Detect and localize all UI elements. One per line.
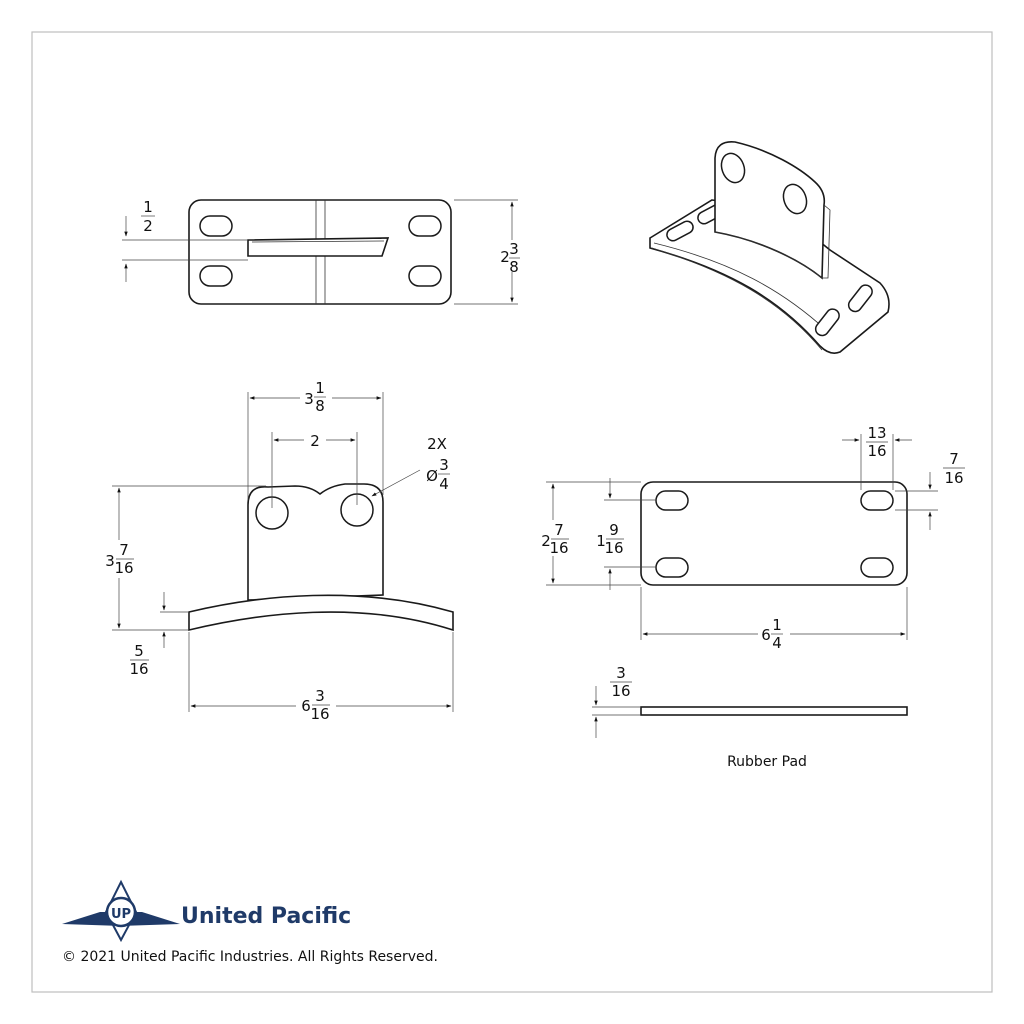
dim-pad-height-num: 7 — [554, 521, 564, 539]
iso-slot — [847, 284, 873, 313]
front-view: 3 1 8 2 2X Ø 3 4 3 7 16 — [105, 379, 454, 723]
isometric-view — [649, 141, 890, 354]
dim-slot-offset: 1 2 — [141, 198, 155, 235]
dim-hole-dia: Ø 3 4 — [426, 456, 450, 493]
dim-pad-slot-length-num: 13 — [867, 424, 886, 442]
dim-slot-offset-num: 1 — [143, 198, 153, 216]
dim-hole-qty: 2X — [427, 435, 447, 453]
dim-plate-width-den: 8 — [315, 397, 325, 415]
dim-hole-dia-den: 4 — [439, 475, 449, 493]
dim-plate-width: 3 1 8 — [304, 379, 326, 415]
dim-hole-dia-symbol: Ø — [426, 467, 438, 485]
pad-side-view: 3 16 Rubber Pad — [592, 664, 908, 770]
pad-side-strip — [640, 706, 908, 716]
top-view-slot — [408, 215, 442, 237]
dim-pad-length-num: 1 — [772, 616, 782, 634]
dim-hole-spacing: 2 — [310, 432, 320, 450]
iso-slot — [666, 220, 694, 242]
pad-slot — [860, 490, 894, 511]
dim-top-height-whole: 2 — [500, 248, 510, 266]
iso-slot — [814, 308, 840, 337]
dim-pad-thickness-den: 16 — [611, 682, 630, 700]
top-view-slot — [199, 215, 233, 237]
top-view-upright-slot — [247, 237, 390, 257]
top-view: 1 2 2 3 8 — [122, 198, 520, 305]
dim-top-height-den: 8 — [509, 258, 519, 276]
dim-pad-length: 6 1 4 — [761, 616, 783, 652]
dim-front-height-den: 16 — [114, 559, 133, 577]
dim-plate-width-whole: 3 — [304, 390, 314, 408]
dim-base-thk: 5 16 — [129, 642, 149, 678]
dim-pad-height-den: 16 — [549, 539, 568, 557]
dim-front-height-whole: 3 — [105, 552, 115, 570]
dim-pad-hole-centers-whole: 1 — [596, 532, 606, 550]
logo-monogram: UP — [111, 907, 131, 922]
rubber-pad-caption: Rubber Pad — [727, 754, 807, 770]
dim-base-length-num: 3 — [315, 687, 325, 705]
footer: UP United Pacific © 2021 United Pacific … — [62, 879, 438, 965]
pad-slot — [655, 490, 689, 511]
dim-pad-slot-width: 7 16 — [943, 450, 965, 487]
brand-name: United Pacific — [181, 904, 351, 929]
copyright-notice: © 2021 United Pacific Industries. All Ri… — [62, 949, 438, 965]
dim-base-length: 6 3 16 — [301, 687, 330, 723]
dim-pad-length-den: 4 — [772, 634, 782, 652]
iso-hole — [720, 152, 746, 184]
dim-pad-slot-length: 13 16 — [866, 424, 888, 460]
dim-pad-hole-centers: 1 9 16 — [596, 521, 624, 557]
pad-plate — [640, 481, 908, 586]
dim-pad-height-whole: 2 — [541, 532, 551, 550]
top-view-slot — [199, 265, 233, 287]
dim-top-height: 2 3 8 — [500, 240, 520, 276]
front-view-base — [188, 594, 454, 632]
dim-front-height-num: 7 — [119, 541, 129, 559]
top-view-slot — [408, 265, 442, 287]
dim-pad-slot-length-den: 16 — [867, 442, 886, 460]
dim-pad-slot-width-num: 7 — [949, 450, 959, 468]
dim-hole-dia-num: 3 — [439, 456, 449, 474]
dim-front-height: 3 7 16 — [105, 541, 134, 577]
dim-slot-offset-den: 2 — [143, 217, 153, 235]
pad-top-view: 13 16 7 16 2 7 16 1 9 — [541, 424, 965, 652]
dim-base-length-den: 16 — [310, 705, 329, 723]
dim-pad-hole-centers-num: 9 — [609, 521, 619, 539]
dim-pad-length-whole: 6 — [761, 626, 771, 644]
pad-slot — [860, 557, 894, 578]
united-pacific-wing-logo: UP — [62, 879, 180, 943]
dim-pad-thickness-num: 3 — [616, 664, 626, 682]
dim-base-thk-num: 5 — [134, 642, 144, 660]
dim-base-thk-den: 16 — [129, 660, 148, 678]
dim-pad-hole-centers-den: 16 — [604, 539, 623, 557]
dim-base-length-whole: 6 — [301, 697, 311, 715]
dim-top-height-num: 3 — [509, 240, 519, 258]
dim-pad-slot-width-den: 16 — [944, 469, 963, 487]
dim-plate-width-num: 1 — [315, 379, 325, 397]
dim-pad-height: 2 7 16 — [541, 521, 569, 557]
iso-hole — [782, 183, 808, 215]
pad-slot — [655, 557, 689, 578]
dim-pad-thickness: 3 16 — [610, 664, 632, 700]
